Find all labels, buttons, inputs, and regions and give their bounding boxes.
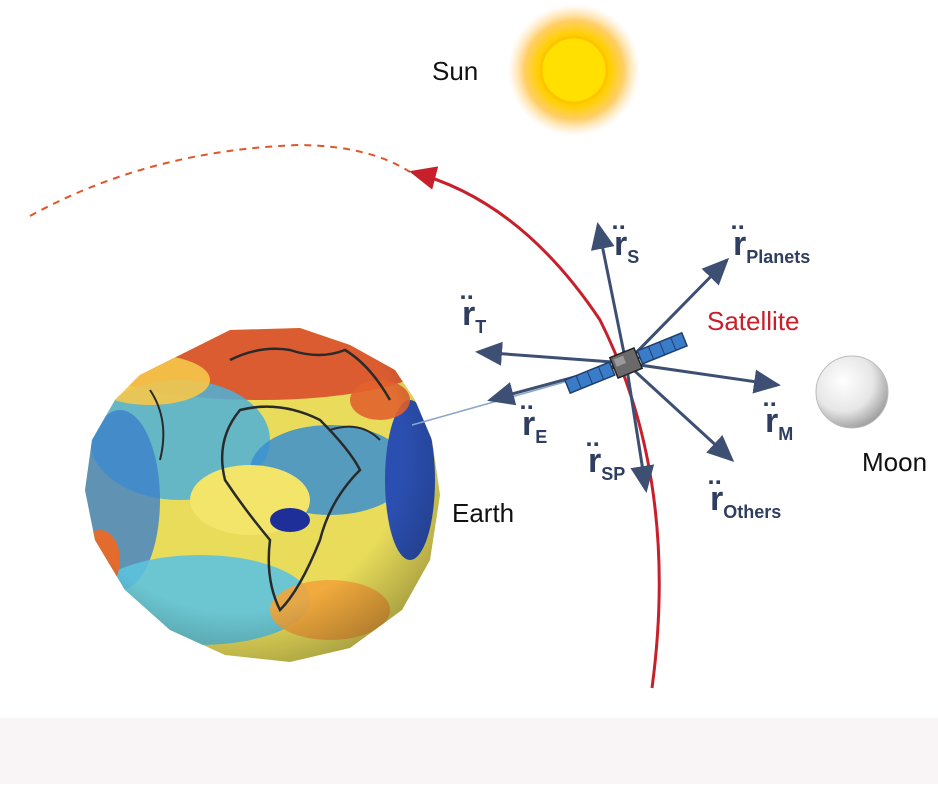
label-r-e-symbol: r̈ xyxy=(521,405,536,443)
label-r-planets: r̈Planets xyxy=(732,225,811,267)
label-r-e-subscript: E xyxy=(535,427,547,447)
background-band xyxy=(0,718,938,784)
label-r-planets-subscript: Planets xyxy=(746,247,810,267)
label-r-sp-subscript: SP xyxy=(601,464,625,484)
label-r-e: r̈E xyxy=(521,405,548,447)
arrow-r-s xyxy=(591,222,628,364)
earth-label: Earth xyxy=(452,498,514,528)
arrow-r-others xyxy=(624,361,735,463)
label-r-planets-symbol: r̈ xyxy=(732,225,747,263)
label-r-others: r̈Others xyxy=(709,480,782,522)
label-r-sp: r̈SP xyxy=(587,442,626,484)
label-r-t: r̈T xyxy=(461,295,487,337)
label-r-t-symbol: r̈ xyxy=(461,295,476,333)
moon-label: Moon xyxy=(862,447,927,477)
arrow-r-t xyxy=(475,341,627,366)
label-r-s-symbol: r̈ xyxy=(613,225,628,263)
label-r-m-subscript: M xyxy=(778,424,793,444)
arrow-r-planets xyxy=(624,257,730,365)
satellite xyxy=(563,331,689,395)
sun xyxy=(508,4,640,136)
orbit-path xyxy=(409,166,661,689)
satellite-label: Satellite xyxy=(707,306,800,336)
label-r-sp-symbol: r̈ xyxy=(587,442,602,480)
earth xyxy=(85,328,440,662)
label-r-s-subscript: S xyxy=(627,247,639,267)
arrow-r-sp xyxy=(624,362,655,493)
label-r-s: r̈S xyxy=(613,225,640,267)
label-r-m: r̈M xyxy=(764,402,794,444)
label-r-others-subscript: Others xyxy=(723,502,781,522)
orbit-dashed-path xyxy=(29,143,411,217)
sun-label: Sun xyxy=(432,56,478,86)
label-r-others-symbol: r̈ xyxy=(709,480,724,518)
arrow-r-m xyxy=(625,361,781,394)
label-r-t-subscript: T xyxy=(475,317,486,337)
moon xyxy=(815,355,889,429)
label-r-m-symbol: r̈ xyxy=(764,402,779,440)
